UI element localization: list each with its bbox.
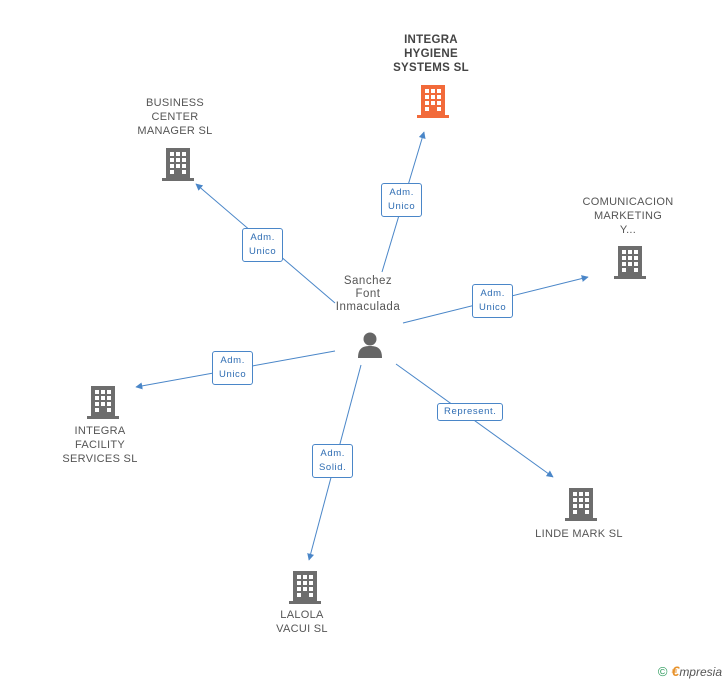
relation-label-lalola: Adm. Solid. xyxy=(312,444,354,478)
empresia-watermark: ©€mpresia xyxy=(658,663,722,679)
company-name-integra-facility[interactable]: INTEGRA FACILITY SERVICES SL xyxy=(62,425,138,465)
building-icon[interactable] xyxy=(289,570,321,604)
company-name-integra-hygiene[interactable]: INTEGRA HYGIENE SYSTEMS SL xyxy=(393,34,469,74)
person-name: Sanchez Font Inmaculada xyxy=(335,275,401,313)
relation-label-integra-facility: Adm. Unico xyxy=(212,351,254,385)
company-name-linde-mark[interactable]: LINDE MARK SL xyxy=(535,528,623,540)
relation-label-comunicacion: Adm. Unico xyxy=(472,284,514,318)
relation-label-integra-hygiene: Adm. Unico xyxy=(381,183,423,217)
company-name-business-center[interactable]: BUSINESS CENTER MANAGER SL xyxy=(137,97,213,137)
building-icon[interactable] xyxy=(614,245,646,279)
building-icon[interactable] xyxy=(87,385,119,419)
building-icon-main[interactable] xyxy=(417,84,449,118)
copyright-symbol: © xyxy=(657,664,668,679)
building-icon[interactable] xyxy=(162,147,194,181)
company-name-lalola[interactable]: LALOLA VACUI SL xyxy=(276,609,328,635)
relation-label-linde-mark: Represent. xyxy=(437,403,504,421)
building-icon[interactable] xyxy=(565,487,597,521)
empresia-logo-icon: € xyxy=(671,663,680,679)
relation-label-business-center: Adm. Unico xyxy=(242,228,284,262)
person-icon[interactable] xyxy=(355,330,385,360)
company-name-comunicacion[interactable]: COMUNICACION MARKETING Y... xyxy=(582,196,674,236)
empresia-brand-text: mpresia xyxy=(679,665,722,679)
